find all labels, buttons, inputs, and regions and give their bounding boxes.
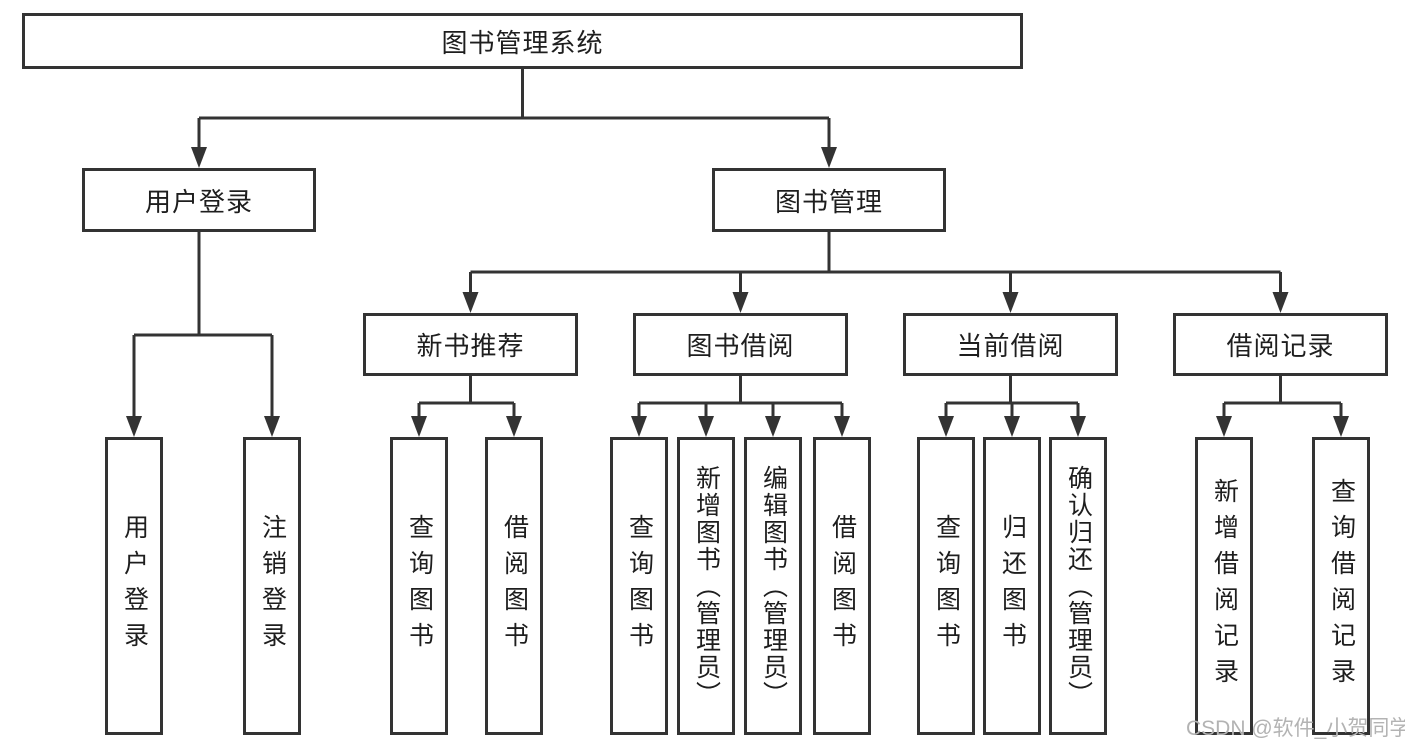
leaf-confirm-return-admin: 确认归还（管理员）: [1049, 437, 1107, 735]
leaf-label: 查询图书: [932, 514, 961, 658]
leaf-label: 查询图书: [625, 514, 654, 658]
leaf-query-books-borrow: 查询图书: [610, 437, 668, 735]
leaf-label: 查询图书: [405, 514, 434, 658]
node-book-management: 图书管理: [712, 168, 946, 232]
leaf-label: 编辑图书（管理员）: [759, 464, 788, 708]
leaf-logout: 注销登录: [243, 437, 301, 735]
leaf-label: 注销登录: [258, 514, 287, 658]
node-new-book-recommendation: 新书推荐: [363, 313, 578, 376]
leaf-edit-books-admin: 编辑图书（管理员）: [744, 437, 802, 735]
leaf-borrow-books: 借阅图书: [813, 437, 871, 735]
node-label: 借阅记录: [1226, 331, 1335, 361]
leaf-query-books-recommend: 查询图书: [390, 437, 448, 735]
leaf-add-borrow-record: 新增借阅记录: [1195, 437, 1253, 735]
node-label: 图书管理: [774, 186, 883, 217]
leaf-label: 新增借阅记录: [1210, 478, 1239, 694]
csdn-watermark: CSDN @软件_小贺同学: [1186, 717, 1405, 740]
node-borrowing-records: 借阅记录: [1173, 313, 1388, 376]
leaf-label: 用户登录: [120, 514, 149, 658]
node-current-borrowing: 当前借阅: [903, 313, 1118, 376]
leaf-query-books-current: 查询图书: [917, 437, 975, 735]
node-label: 图书管理系统: [441, 27, 604, 58]
leaf-label: 查询借阅记录: [1327, 478, 1356, 694]
leaf-label: 借阅图书: [500, 514, 529, 658]
leaf-add-books-admin: 新增图书（管理员）: [677, 437, 735, 735]
leaf-label: 新增图书（管理员）: [692, 464, 721, 708]
leaf-query-borrow-record: 查询借阅记录: [1312, 437, 1370, 735]
leaf-user-login: 用户登录: [105, 437, 163, 735]
node-label: 用户登录: [144, 186, 253, 217]
node-label: 新书推荐: [416, 331, 525, 361]
leaf-label: 归还图书: [998, 514, 1027, 658]
leaf-label: 借阅图书: [828, 514, 857, 658]
node-user-login: 用户登录: [82, 168, 316, 232]
node-label: 当前借阅: [956, 331, 1065, 361]
node-root-library-management-system: 图书管理系统: [22, 13, 1023, 69]
leaf-label: 确认归还（管理员）: [1064, 464, 1093, 708]
leaf-return-books: 归还图书: [983, 437, 1041, 735]
node-book-borrowing: 图书借阅: [633, 313, 848, 376]
leaf-borrow-books-recommend: 借阅图书: [485, 437, 543, 735]
node-label: 图书借阅: [686, 331, 795, 361]
